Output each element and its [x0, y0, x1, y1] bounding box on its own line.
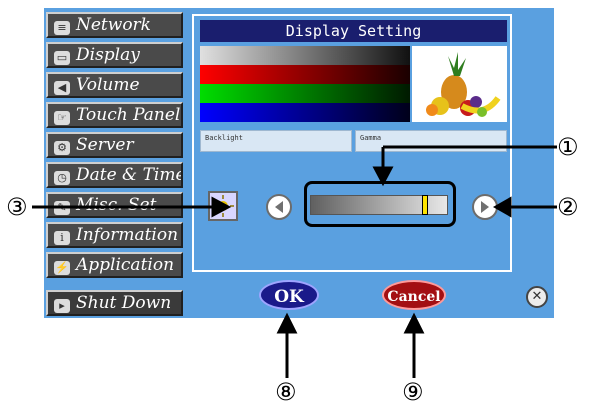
callout-8: ⑧: [275, 378, 297, 406]
sidebar-item-application[interactable]: ⚡ Application: [46, 252, 183, 278]
callout-2: ②: [557, 193, 579, 221]
slider-highlight: [304, 181, 456, 227]
sidebar-item-label: Information: [76, 225, 179, 245]
sidebar-item-date-time[interactable]: ◷ Date & Time: [46, 162, 183, 188]
fruit-image: [412, 46, 507, 122]
lightning-icon: ⚡: [54, 261, 70, 275]
sidebar-item-label: Application: [76, 255, 175, 275]
close-icon: ✕: [531, 289, 543, 304]
tab-backlight[interactable]: Backlight: [200, 130, 352, 152]
info-icon: i: [54, 231, 70, 245]
sidebar-item-display[interactable]: ▭ Display: [46, 42, 183, 68]
sidebar-item-network[interactable]: ≡ Network: [46, 12, 183, 38]
shut-down-button[interactable]: ▸ Shut Down: [46, 290, 183, 316]
close-button[interactable]: ✕: [526, 286, 548, 308]
sidebar-item-label: Server: [76, 135, 134, 155]
decrease-button[interactable]: [266, 194, 292, 220]
sidebar-item-label: Volume: [76, 75, 140, 95]
touch-panel-icon: ☞: [54, 111, 70, 125]
sidebar-item-label: Date & Time: [76, 165, 183, 185]
sidebar-item-label: Misc. Set: [76, 195, 157, 215]
left-arrow-icon: [275, 201, 283, 213]
clock-icon: ◷: [54, 171, 70, 185]
network-icon: ≡: [54, 21, 70, 35]
right-arrow-icon: [481, 201, 489, 213]
cancel-button[interactable]: Cancel: [382, 280, 446, 310]
backlight-slider-track[interactable]: [310, 195, 448, 215]
speaker-icon: ◀: [54, 81, 70, 95]
sidebar-item-label: Network: [76, 15, 151, 35]
sidebar-item-volume[interactable]: ◀ Volume: [46, 72, 183, 98]
sidebar-item-label: Display: [76, 45, 140, 65]
sidebar-item-information[interactable]: i Information: [46, 222, 183, 248]
display-setting-panel: [192, 14, 512, 272]
color-test-bars: [200, 46, 410, 122]
sidebar-item-touch-panel[interactable]: ☞ Touch Panel: [46, 102, 183, 128]
gear-icon: ⚙: [54, 141, 70, 155]
sidebar-item-server[interactable]: ⚙ Server: [46, 132, 183, 158]
ok-button[interactable]: OK: [259, 280, 319, 310]
panel-title: Display Setting: [200, 20, 507, 42]
backlight-slider-thumb[interactable]: [422, 195, 429, 215]
sidebar-item-label: Touch Panel: [76, 105, 181, 125]
shut-down-label: Shut Down: [76, 293, 172, 313]
callout-9: ⑨: [402, 378, 424, 406]
callout-1: ①: [557, 133, 579, 161]
exit-icon: ▸: [54, 299, 70, 313]
sidebar-item-misc-set[interactable]: ✎Misc. Set: [46, 192, 183, 218]
display-icon: ▭: [54, 51, 70, 65]
callout-3: ③: [6, 193, 28, 221]
